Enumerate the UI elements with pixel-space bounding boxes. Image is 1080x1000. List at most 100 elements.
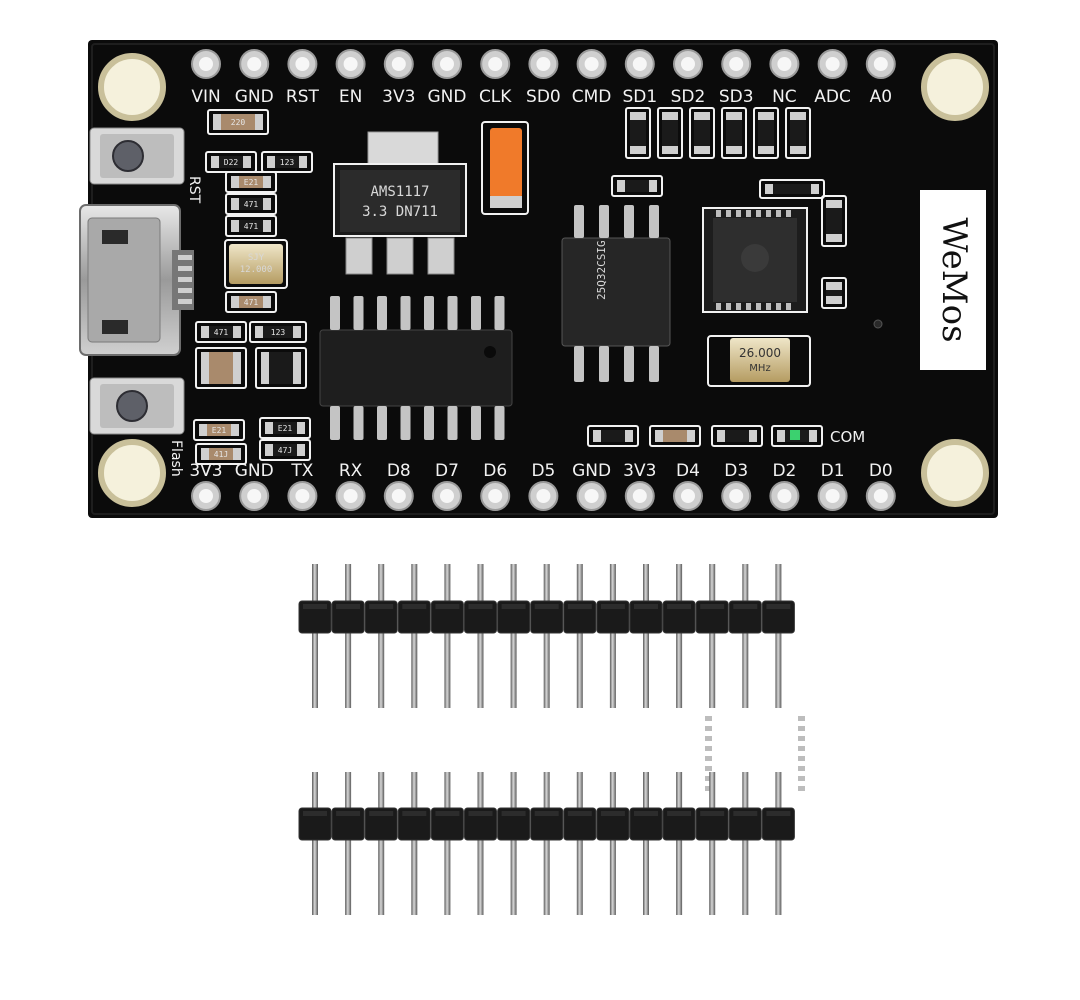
qfn-pad (798, 726, 805, 731)
smd-terminal (263, 220, 271, 232)
pad-hole (391, 57, 406, 71)
smd-terminal (299, 156, 307, 168)
pad-hole (536, 57, 551, 71)
ic-pin (353, 296, 364, 330)
header-pin (643, 772, 649, 915)
smd-terminal (297, 422, 305, 434)
header-pin (676, 772, 683, 915)
header-pin (312, 564, 318, 708)
smd-terminal (765, 184, 773, 194)
smd-terminal (263, 296, 271, 308)
usb-crystal: SJY 12.000 (224, 239, 288, 289)
pin-label: D4 (676, 461, 700, 481)
pad-hole (873, 57, 888, 71)
qfn-pad (705, 766, 712, 771)
header-pin (609, 772, 616, 915)
pin-label: GND (428, 87, 467, 107)
smd-body (239, 176, 263, 188)
flash-button[interactable] (89, 377, 185, 435)
smd-body (625, 180, 649, 192)
pad-hole (199, 489, 213, 503)
smd-outline (821, 277, 847, 309)
qfn-pad (786, 303, 791, 310)
smd-outline (207, 109, 269, 135)
smd-code: E21 (278, 424, 293, 433)
smd-terminal (662, 112, 678, 120)
qfn-pad (798, 716, 805, 721)
header-pin (709, 564, 716, 708)
pin-label: GND (235, 87, 274, 107)
smd-terminal (694, 112, 710, 120)
smd-terminal (726, 146, 742, 154)
pad-hole (584, 489, 599, 503)
pin-label: 3V3 (382, 87, 415, 107)
smd-outline (259, 417, 311, 439)
smd-terminal (267, 156, 275, 168)
smd-body (662, 120, 678, 146)
smd-terminal (293, 326, 301, 338)
header-pin (378, 772, 385, 915)
smd-body (663, 430, 687, 442)
smd-terminal (749, 430, 757, 442)
smd-terminal (255, 114, 263, 130)
smd-body (725, 430, 749, 442)
pad-hole (440, 489, 454, 503)
smd-terminal (630, 146, 646, 154)
header-block-highlight (501, 811, 526, 816)
qfn-pad (756, 210, 761, 217)
ic-pin (447, 296, 458, 330)
smd-terminal (231, 220, 239, 232)
pin-label: GND (572, 461, 611, 481)
rst-button[interactable] (89, 127, 185, 185)
smd-terminal (265, 444, 273, 456)
pad-hole (681, 489, 695, 503)
smd-outline (753, 107, 779, 159)
smd-terminal (809, 430, 817, 442)
pad-hole (536, 489, 551, 503)
ic-pin (377, 296, 387, 330)
smd-outline (249, 321, 307, 343)
smd-outline (225, 171, 277, 193)
smd-body (209, 352, 233, 384)
smd-outline (587, 425, 639, 447)
smd-body (758, 120, 774, 146)
header-pin (444, 772, 451, 915)
ic-pin (400, 296, 411, 330)
smd-body (726, 120, 742, 146)
header-pin (609, 564, 616, 708)
smd-outline (689, 107, 715, 159)
pin-label: ADC (814, 87, 851, 107)
pin-label: D3 (724, 461, 748, 481)
header-pin (477, 772, 484, 915)
smd-terminal (630, 112, 646, 120)
pad-hole (777, 489, 792, 503)
micro-usb-connector[interactable] (79, 204, 194, 356)
ic-pin (353, 406, 364, 440)
smd-code: 123 (271, 328, 286, 337)
smd-terminal (625, 430, 633, 442)
header-block-highlight (336, 604, 361, 609)
qfn-pad (798, 736, 805, 741)
header-block-highlight (435, 604, 460, 609)
smd-body (221, 114, 255, 130)
smd-terminal (263, 176, 271, 188)
smd-code: 47J (278, 446, 292, 455)
pin-label: SD1 (622, 87, 657, 107)
header-block-highlight (700, 604, 725, 609)
ic-pin (574, 205, 584, 238)
pad-hole (681, 57, 695, 71)
header-pin (543, 564, 550, 708)
smd-body (273, 444, 297, 456)
smd-code: 123 (280, 158, 295, 167)
qfn-pad (726, 210, 731, 217)
pad-hole (247, 57, 262, 71)
header-pin (543, 772, 550, 915)
qfn-pad (705, 716, 712, 721)
pad-hole (199, 57, 213, 71)
smd-terminal (265, 422, 273, 434)
smd-terminal (231, 198, 239, 210)
smd-code: E21 (212, 426, 227, 435)
smd-outline (771, 425, 823, 447)
qfn-pad (756, 303, 761, 310)
